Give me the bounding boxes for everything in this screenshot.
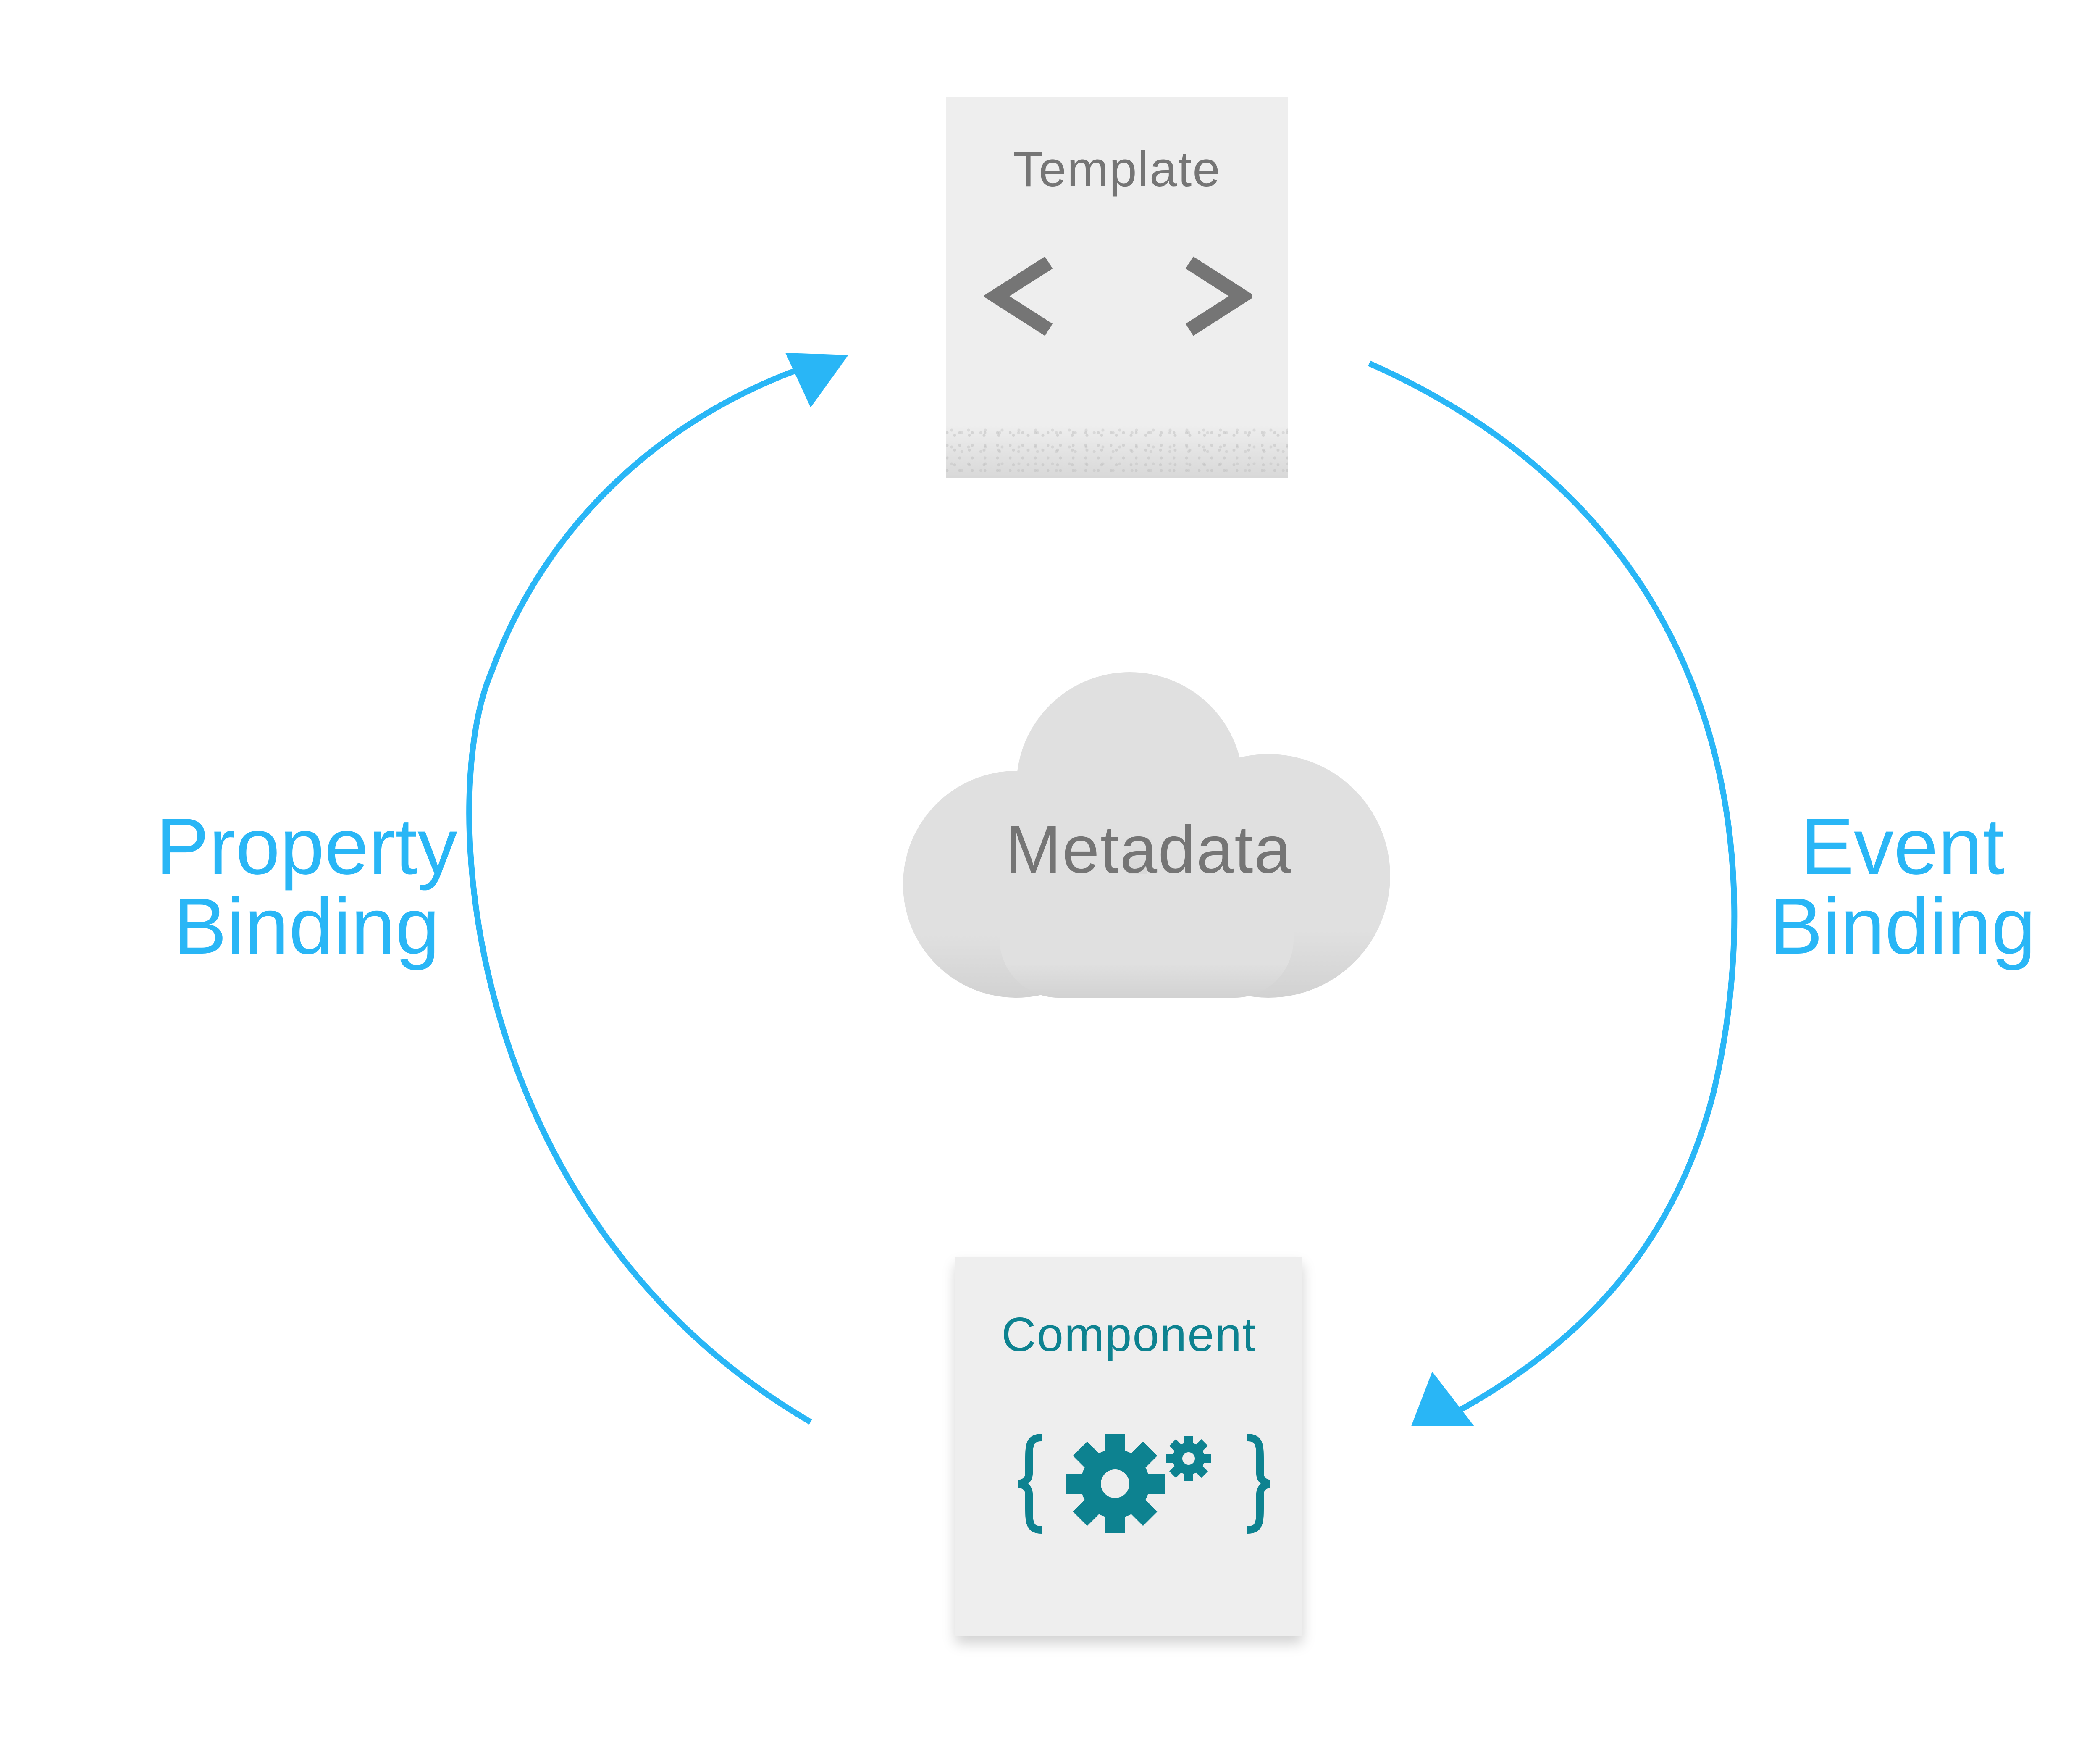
template-card: Template: [946, 97, 1288, 478]
property-binding-label: Property Binding: [139, 807, 475, 966]
cloud-icon: [903, 672, 1390, 998]
event-binding-line2: Binding: [1769, 882, 2036, 971]
event-binding-line1: Event: [1801, 802, 2005, 891]
large-gear-icon: [1066, 1434, 1165, 1533]
property-binding-arrow: [466, 367, 812, 1425]
card-texture: [946, 425, 1288, 476]
metadata-label: Metadata: [1005, 812, 1292, 887]
small-gear-icon: [1166, 1436, 1211, 1481]
braces-gears-icon: [1018, 1434, 1270, 1534]
event-binding-arrow: [1368, 360, 1738, 1414]
template-title: Template: [1013, 142, 1221, 197]
component-card: Component: [956, 1257, 1302, 1636]
left-brace-icon: [1018, 1434, 1042, 1534]
event-binding-label: Event Binding: [1735, 807, 2071, 966]
component-title: Component: [1001, 1308, 1257, 1361]
right-brace-icon: [1247, 1434, 1270, 1534]
property-binding-line1: Property: [155, 802, 458, 891]
property-binding-arrowhead: [785, 353, 848, 407]
event-binding-arrowhead: [1411, 1372, 1474, 1426]
angle-brackets-icon: [984, 256, 1252, 336]
property-binding-line2: Binding: [173, 882, 440, 971]
